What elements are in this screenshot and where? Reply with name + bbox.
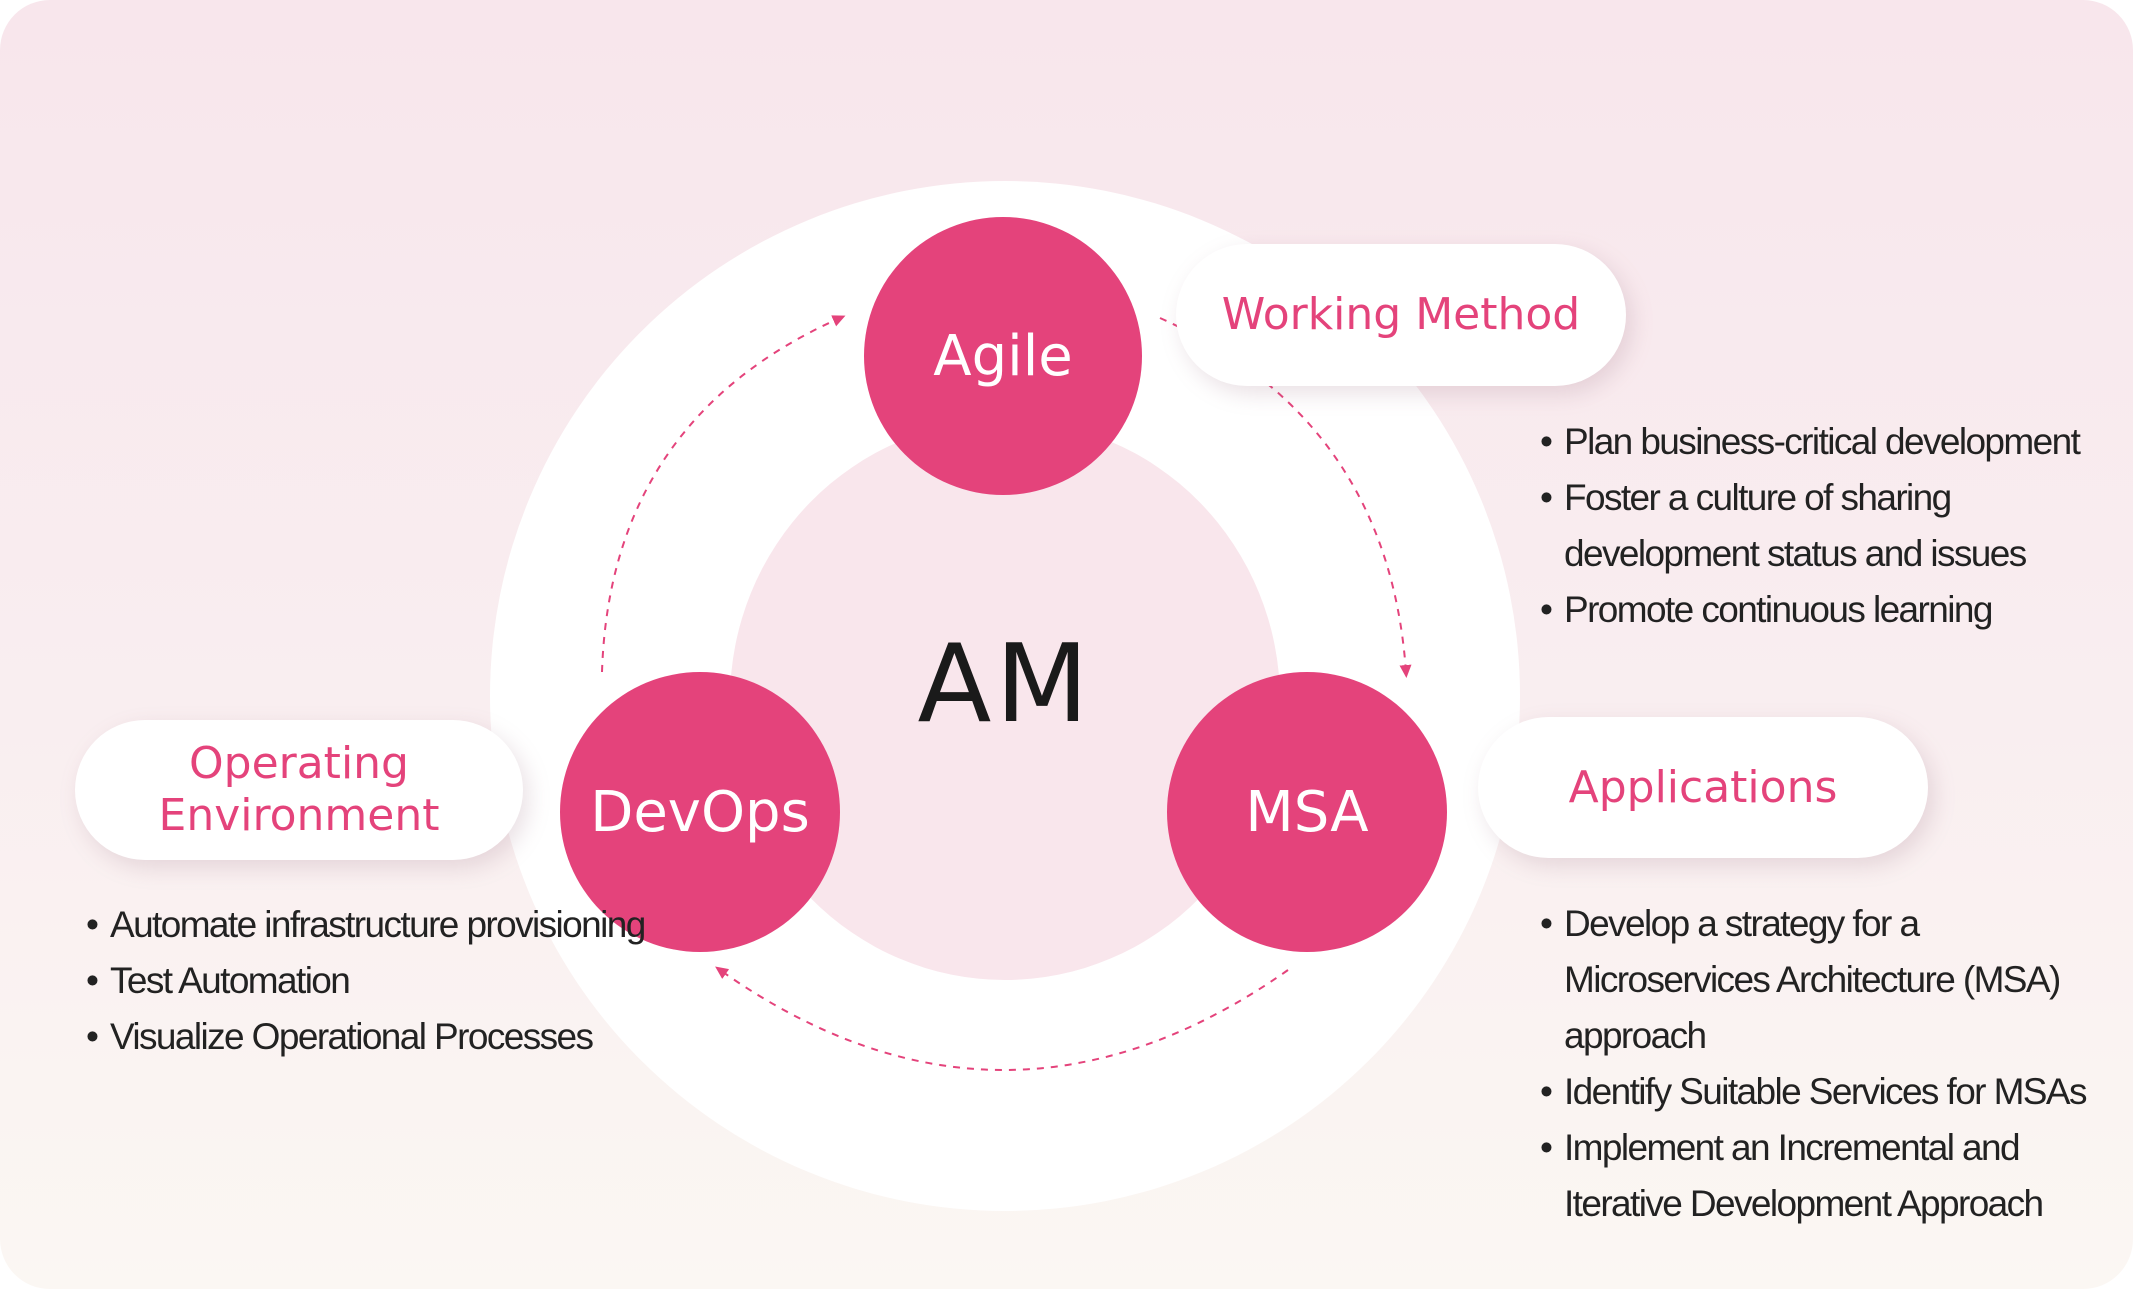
applications-label: Applications xyxy=(1568,761,1838,813)
list-item: • Promote continuous learning xyxy=(1540,582,2120,638)
agile-node: Agile xyxy=(864,217,1142,495)
list-item-text: Promote continuous learning xyxy=(1564,589,1993,630)
applications-list: • Develop a strategy for a Microservices … xyxy=(1540,896,2120,1232)
list-item: • Foster a culture of sharing development… xyxy=(1540,470,2120,582)
bullet-icon: • xyxy=(86,960,99,1001)
bullet-icon: • xyxy=(1540,421,1553,462)
devops-node: DevOps xyxy=(560,672,840,952)
msa-node: MSA xyxy=(1167,672,1447,952)
bullet-icon: • xyxy=(1540,589,1553,630)
list-item-text: Develop a strategy for a Microservices A… xyxy=(1564,903,2061,1056)
center-label-am: AM xyxy=(917,622,1093,747)
list-item-text: Implement an Incremental and Iterative D… xyxy=(1564,1127,2044,1224)
list-item: • Plan business-critical development xyxy=(1540,414,2120,470)
list-item-text: Visualize Operational Processes xyxy=(110,1016,594,1057)
bullet-icon: • xyxy=(1540,903,1553,944)
bullet-icon: • xyxy=(1540,1127,1553,1168)
working-method-pill: Working Method xyxy=(1176,244,1626,386)
working-method-label: Working Method xyxy=(1221,289,1581,340)
agile-label: Agile xyxy=(933,323,1073,389)
list-item: • Develop a strategy for a Microservices … xyxy=(1540,896,2120,1064)
bullet-icon: • xyxy=(1540,477,1553,518)
list-item-text: Automate infrastructure provisioning xyxy=(110,904,646,945)
working-method-list: • Plan business-critical development • Fos… xyxy=(1540,414,2120,638)
list-item: • Automate infrastructure provisioning xyxy=(86,897,646,953)
list-item: • Visualize Operational Processes xyxy=(86,1009,646,1065)
list-item-text: Plan business-critical development xyxy=(1564,421,2081,462)
arrow-agile-to-msa xyxy=(1159,317,1412,678)
msa-label: MSA xyxy=(1245,779,1369,845)
operating-environment-pill: Operating Environment xyxy=(75,720,523,860)
arrow-msa-to-devops xyxy=(715,966,1289,1071)
bullet-icon: • xyxy=(1540,1071,1553,1112)
bullet-icon: • xyxy=(86,904,99,945)
list-item: • Test Automation xyxy=(86,953,646,1009)
list-item-text: Identify Suitable Services for MSAs xyxy=(1564,1071,2087,1112)
bullet-icon: • xyxy=(86,1016,99,1057)
operating-environment-list: • Automate infrastructure provisioning • T… xyxy=(86,897,646,1065)
devops-label: DevOps xyxy=(590,779,810,845)
list-item-text: Foster a culture of sharing development … xyxy=(1564,477,2027,574)
list-item-text: Test Automation xyxy=(110,960,351,1001)
applications-pill: Applications xyxy=(1478,717,1928,858)
operating-environment-label-line2: Environment xyxy=(158,790,440,841)
arrow-devops-to-agile xyxy=(601,315,846,673)
list-item: • Implement an Incremental and Iterative … xyxy=(1540,1120,2120,1232)
list-item: • Identify Suitable Services for MSAs xyxy=(1540,1064,2120,1120)
operating-environment-label-line1: Operating xyxy=(189,738,409,789)
